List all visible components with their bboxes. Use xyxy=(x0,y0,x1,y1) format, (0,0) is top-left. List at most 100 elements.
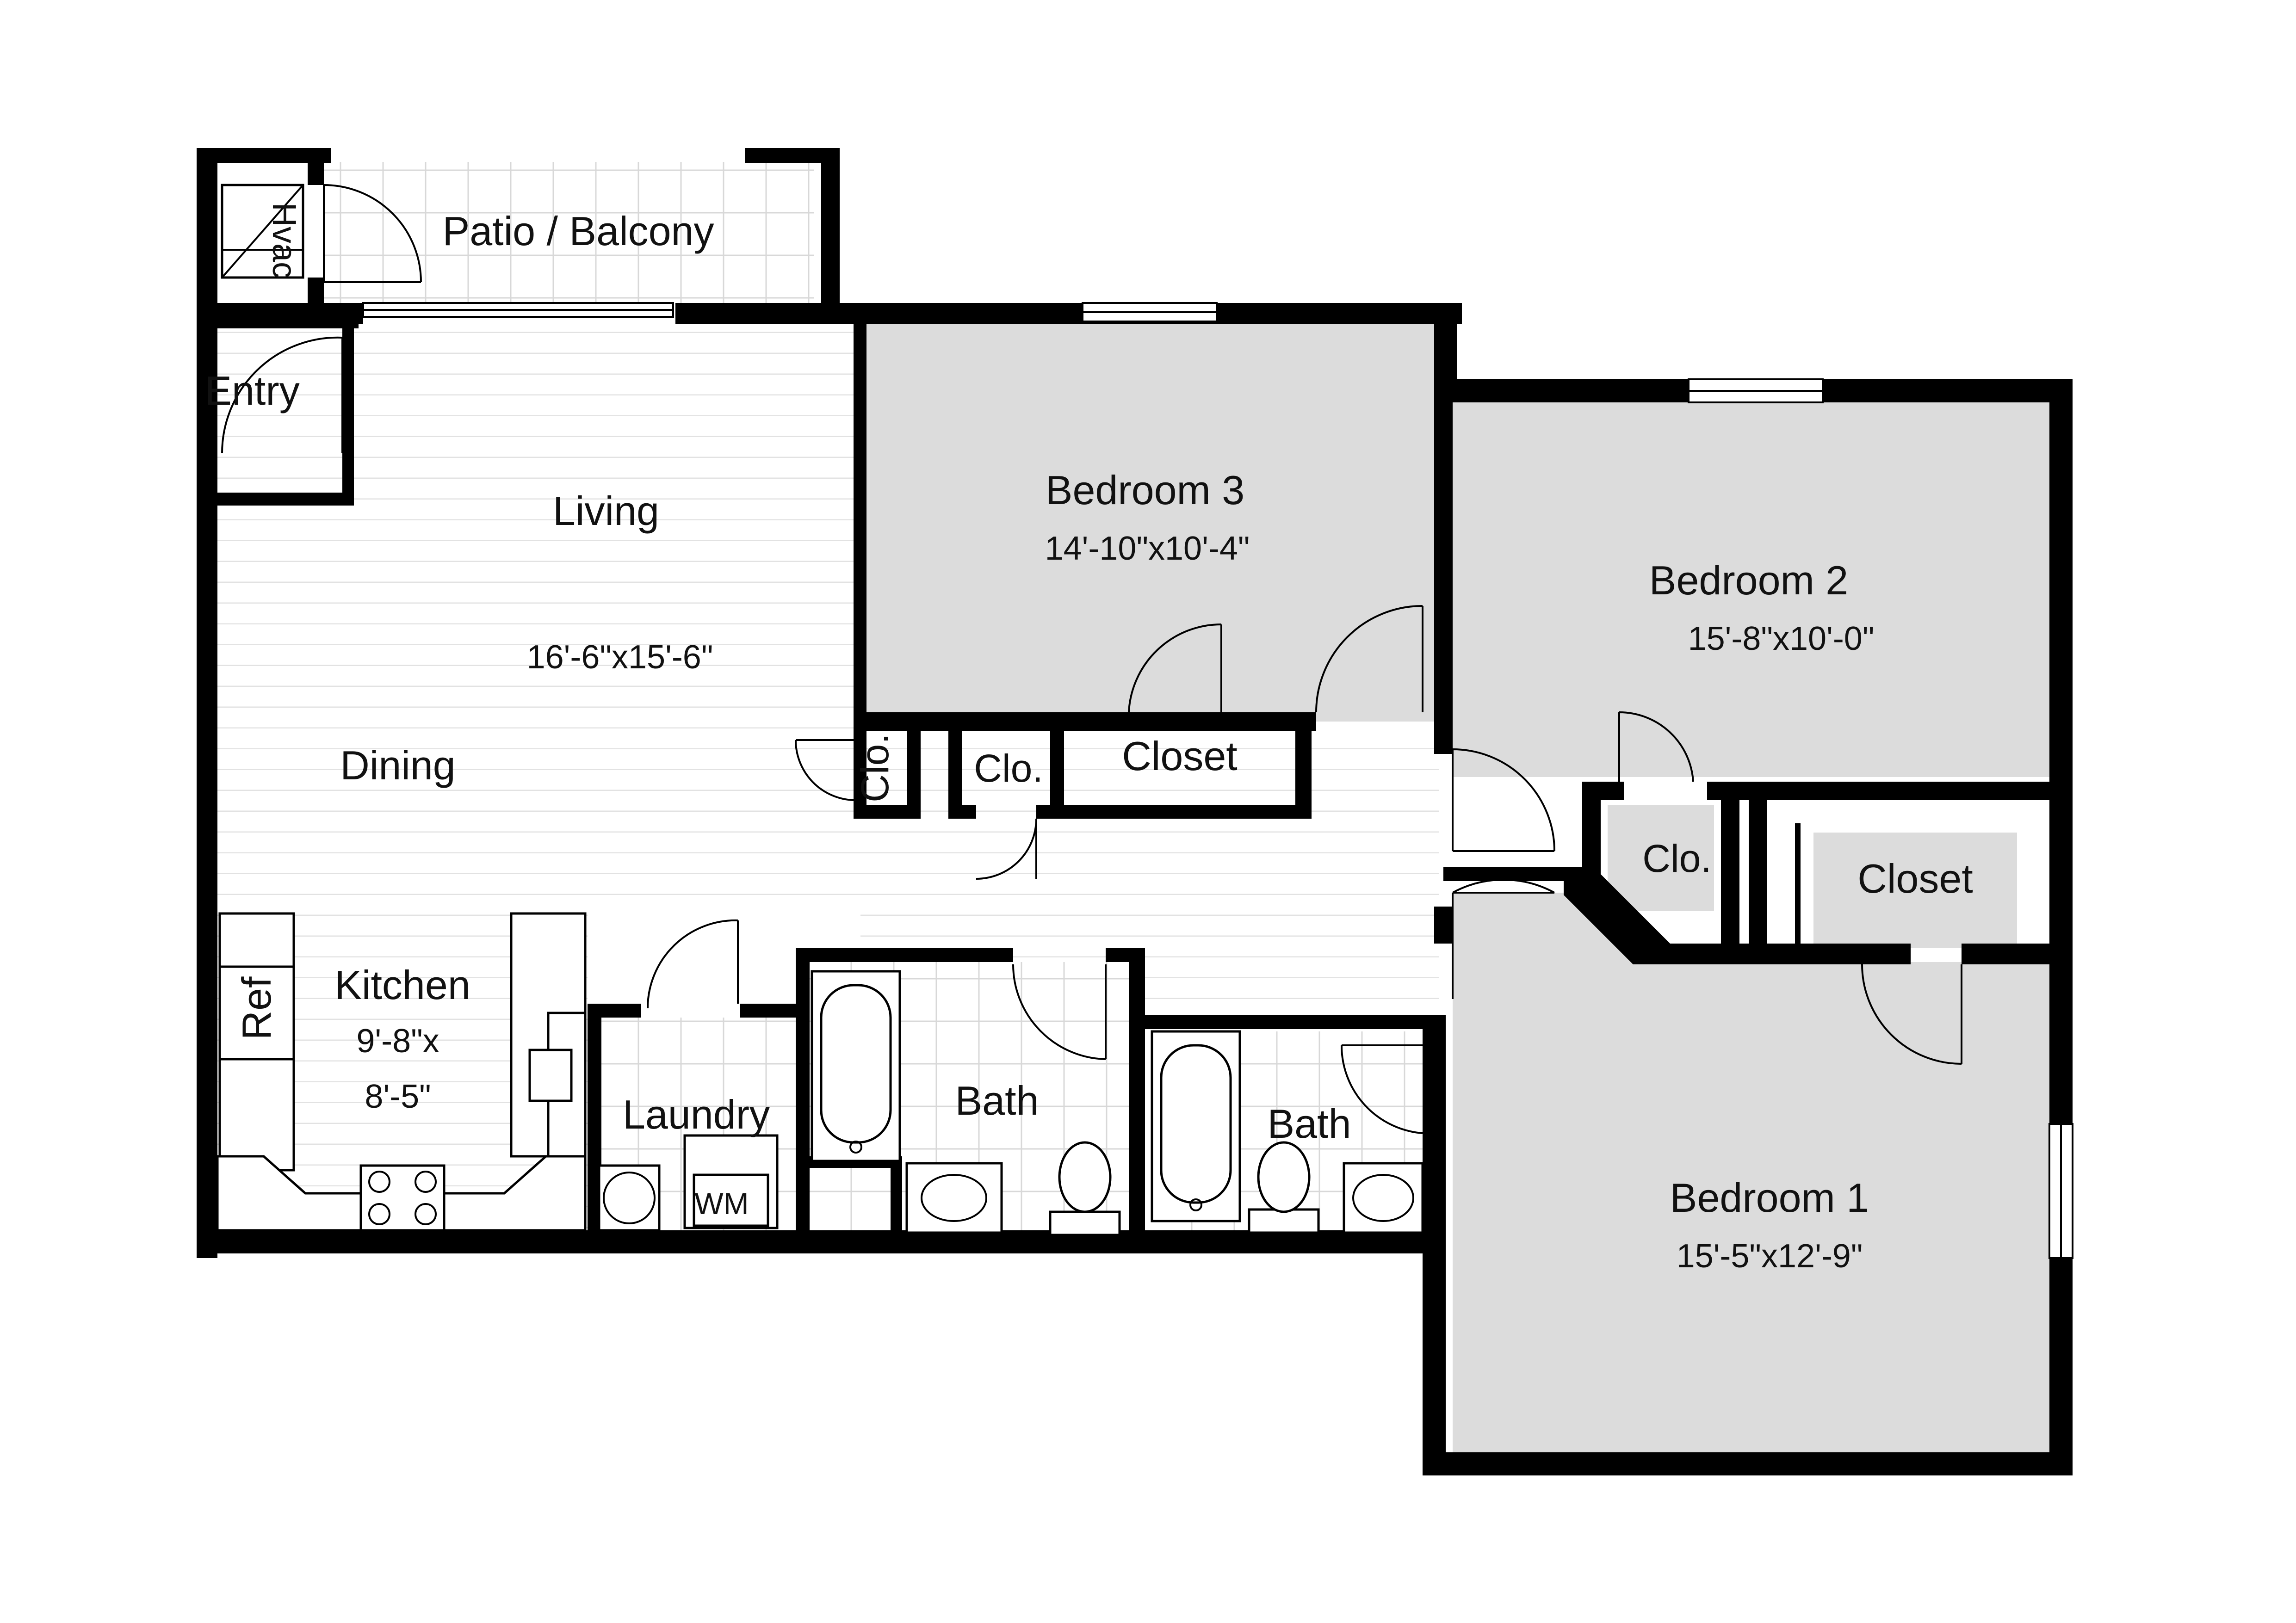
bedroom1-size: 15'-5"x12'-9" xyxy=(1677,1238,1863,1275)
kitchen-cabinets xyxy=(216,912,587,1232)
wall-bed3-right xyxy=(1434,303,1457,391)
wall-bed2-top-right xyxy=(1823,379,2073,402)
wall-entry-top xyxy=(197,319,359,328)
ref-label: Ref xyxy=(234,976,279,1040)
bath-main-label: Bath xyxy=(955,1078,1039,1123)
dryer-icon xyxy=(598,1164,661,1232)
wall-bath-left xyxy=(796,948,810,1244)
doors xyxy=(221,184,1962,1134)
wall-bath2-top xyxy=(1129,1015,1443,1029)
wall-bed1-left-upper xyxy=(1434,907,1453,944)
wall-clo2-left xyxy=(1582,782,1601,883)
wall-bath-right xyxy=(1129,948,1145,1244)
sink-icon xyxy=(905,1162,1003,1234)
bedroom2-label: Bedroom 2 xyxy=(1649,557,1848,603)
wall-bed1-top xyxy=(1633,944,1911,964)
wall-clo-hall-bottom-r xyxy=(1036,805,1064,819)
door-swing-icon xyxy=(1012,964,1107,1060)
bedroom2-size: 15'-8"x10'-0" xyxy=(1688,620,1875,657)
wall-outer-bottom xyxy=(197,1230,1446,1253)
door-swing-icon xyxy=(1128,623,1222,713)
wall-closet-right xyxy=(1295,712,1312,819)
clo-hall-label: Clo. xyxy=(974,747,1043,790)
bath-second-fixtures xyxy=(1151,1030,1424,1234)
wall-outer-right xyxy=(2049,379,2073,1475)
dining-label: Dining xyxy=(340,742,455,788)
washer-icon xyxy=(683,1134,779,1229)
door-swing-icon xyxy=(647,919,739,1009)
windows xyxy=(362,302,2073,1259)
wall-closet1-outline xyxy=(1795,823,1801,953)
clo-vertical-label: Clo. xyxy=(853,733,897,802)
wall-clo-bottom xyxy=(854,805,914,819)
wall-entry-right xyxy=(342,319,354,504)
wall-closet1-left xyxy=(1749,782,1767,957)
wall-laundry-top-l xyxy=(588,1004,641,1018)
kitchen-size-1: 9'-8"x xyxy=(356,1023,439,1060)
wall-hall-mid xyxy=(1443,867,1582,881)
wall-bed1-top-right xyxy=(1962,944,2073,964)
closet-bed1-label: Closet xyxy=(1857,856,1973,901)
closet-hall-label: Closet xyxy=(1122,733,1237,779)
door-swing-icon xyxy=(1452,879,1555,999)
wall-bed2-top-left xyxy=(1434,379,1689,402)
door-swing-icon xyxy=(221,336,343,454)
door-swing-icon xyxy=(1340,1044,1423,1134)
wall-bath2-right xyxy=(1423,1015,1446,1126)
bath-main-fixtures xyxy=(811,970,1121,1236)
door-swing-icon xyxy=(1315,605,1423,713)
wall-clo-divider2 xyxy=(948,712,962,819)
wall-bed3-bottom xyxy=(854,712,1316,731)
entry-label: Entry xyxy=(204,368,299,413)
kitchen-label: Kitchen xyxy=(334,962,470,1008)
wall-clo-divider1 xyxy=(907,712,921,819)
stove-icon xyxy=(359,1164,446,1232)
wall-entry-bottom xyxy=(197,493,354,506)
wall-bed1-bottom xyxy=(1423,1452,2073,1475)
door-swing-icon xyxy=(1618,711,1694,782)
sink-icon xyxy=(1343,1162,1424,1234)
wall-outer-left xyxy=(197,148,217,1258)
bedroom1-label: Bedroom 1 xyxy=(1670,1175,1869,1221)
hvac-unit xyxy=(221,184,304,279)
wall-bed2-bottom-right xyxy=(1707,782,2073,800)
door-swing-icon xyxy=(795,739,854,801)
wall-bath2-right-low xyxy=(1423,1124,1446,1253)
clo-bed2-label: Clo. xyxy=(1642,837,1711,880)
wall-clo-divider3 xyxy=(1050,712,1064,819)
clo-bed2-floor xyxy=(1608,805,1714,911)
bathtub-icon xyxy=(811,970,901,1162)
door-swing-icon xyxy=(976,818,1037,880)
laundry-label: Laundry xyxy=(623,1092,770,1137)
wall-living-top-right xyxy=(675,303,1462,324)
wall-clo2-right xyxy=(1721,782,1739,957)
bathtub-icon xyxy=(1151,1030,1241,1222)
wall-hvac-right xyxy=(308,148,324,185)
wm-label: WM xyxy=(694,1186,749,1221)
kitchen-size-2: 8'-5" xyxy=(365,1078,431,1115)
kitchen-sink-icon xyxy=(528,1049,573,1102)
door-swing-icon xyxy=(323,184,422,283)
bedroom1-floor xyxy=(1453,893,2054,1452)
refrigerator xyxy=(218,965,295,1061)
patio-label: Patio / Balcony xyxy=(443,208,714,254)
bedroom3-size: 14'-10"x10'-4" xyxy=(1045,530,1250,567)
wall-diagonal xyxy=(1564,874,1670,964)
wall-patio-right xyxy=(821,148,840,310)
toilet-icon xyxy=(1049,1141,1121,1236)
wall-bed3-left xyxy=(854,319,866,726)
toilet-icon xyxy=(1248,1141,1320,1234)
closet-bed1-floor xyxy=(1813,833,2017,948)
wall-closet-bottom xyxy=(1050,805,1309,819)
walls xyxy=(197,148,2073,1475)
bath-second-label: Bath xyxy=(1267,1101,1351,1147)
bedroom2-floor xyxy=(1453,402,2054,777)
door-swing-icon xyxy=(1861,964,1962,1065)
wall-bath1-divider xyxy=(891,1156,902,1244)
living-label: Living xyxy=(553,488,659,534)
bedroom3-floor xyxy=(865,324,1434,722)
hvac-label: Hvac xyxy=(266,203,303,278)
laundry-appliances xyxy=(598,1134,779,1232)
wall-bath-top xyxy=(796,948,1013,962)
